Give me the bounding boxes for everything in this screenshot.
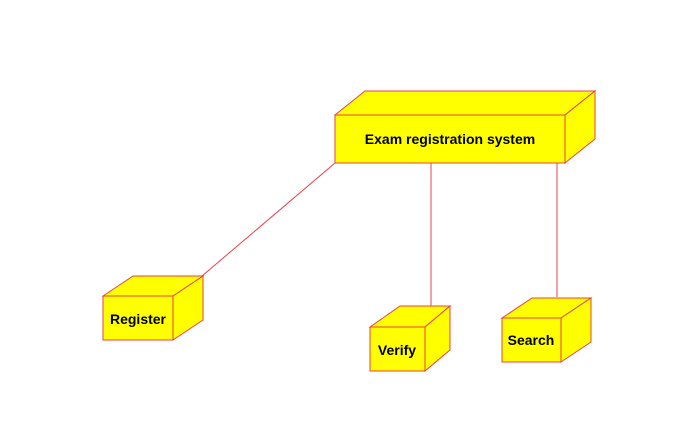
node-exam-registration-system[interactable]: Exam registration system <box>333 89 597 165</box>
node-top-face <box>333 90 597 116</box>
node-front-face <box>102 295 174 341</box>
node-search[interactable]: Search <box>500 297 593 363</box>
node-front-face <box>334 114 566 164</box>
node-label-main: Exam registration system <box>365 131 535 147</box>
node-label-register: Register <box>110 311 167 327</box>
connector-main-register <box>201 162 336 277</box>
node-label-verify: Verify <box>378 342 416 358</box>
node-front-face <box>369 326 426 372</box>
node-label-search: Search <box>508 332 555 348</box>
node-register[interactable]: Register <box>101 275 205 341</box>
node-front-face <box>501 317 562 363</box>
node-verify[interactable]: Verify <box>368 304 452 373</box>
